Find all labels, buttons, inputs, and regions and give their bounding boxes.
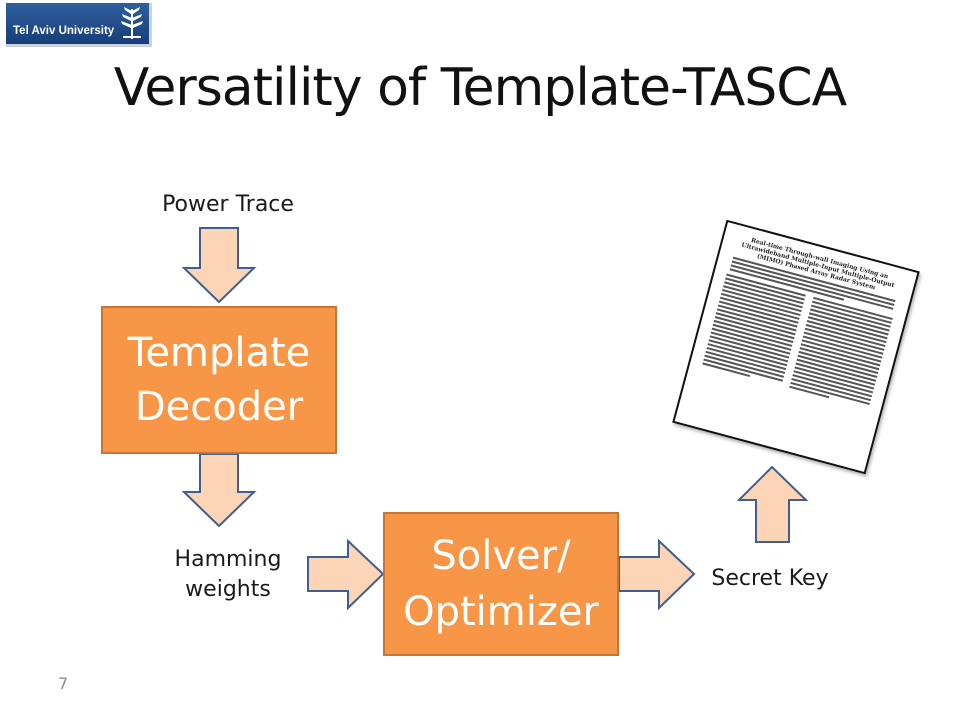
- label-hamming-weights: Hamming weights: [128, 545, 328, 605]
- university-logo: Tel Aviv University: [6, 3, 152, 47]
- label-hamming-line2: weights: [185, 577, 271, 602]
- arrow-down-power-trace: [181, 227, 257, 304]
- university-emblem-icon: [121, 7, 143, 39]
- solver-optimizer-box: Solver/ Optimizer: [383, 512, 619, 656]
- logo-text: Tel Aviv University: [13, 25, 115, 37]
- solver-line2: Optimizer: [403, 589, 599, 635]
- arrow-right-to-key: [618, 538, 696, 611]
- solver-line1: Solver/: [431, 533, 571, 579]
- arrow-up-to-paper: [736, 465, 809, 543]
- slide-title: Versatility of Template-TASCA: [113, 58, 847, 118]
- slide-number: 7: [58, 674, 69, 693]
- template-decoder-box: Template Decoder: [101, 306, 337, 454]
- arrow-right-to-solver: [307, 538, 385, 611]
- arrow-down-hamming: [181, 453, 257, 528]
- label-power-trace: Power Trace: [162, 192, 294, 217]
- label-secret-key: Secret Key: [711, 566, 829, 591]
- decoder-line1: Template: [127, 330, 311, 376]
- decoder-line2: Decoder: [134, 384, 304, 430]
- label-hamming-line1: Hamming: [174, 547, 282, 572]
